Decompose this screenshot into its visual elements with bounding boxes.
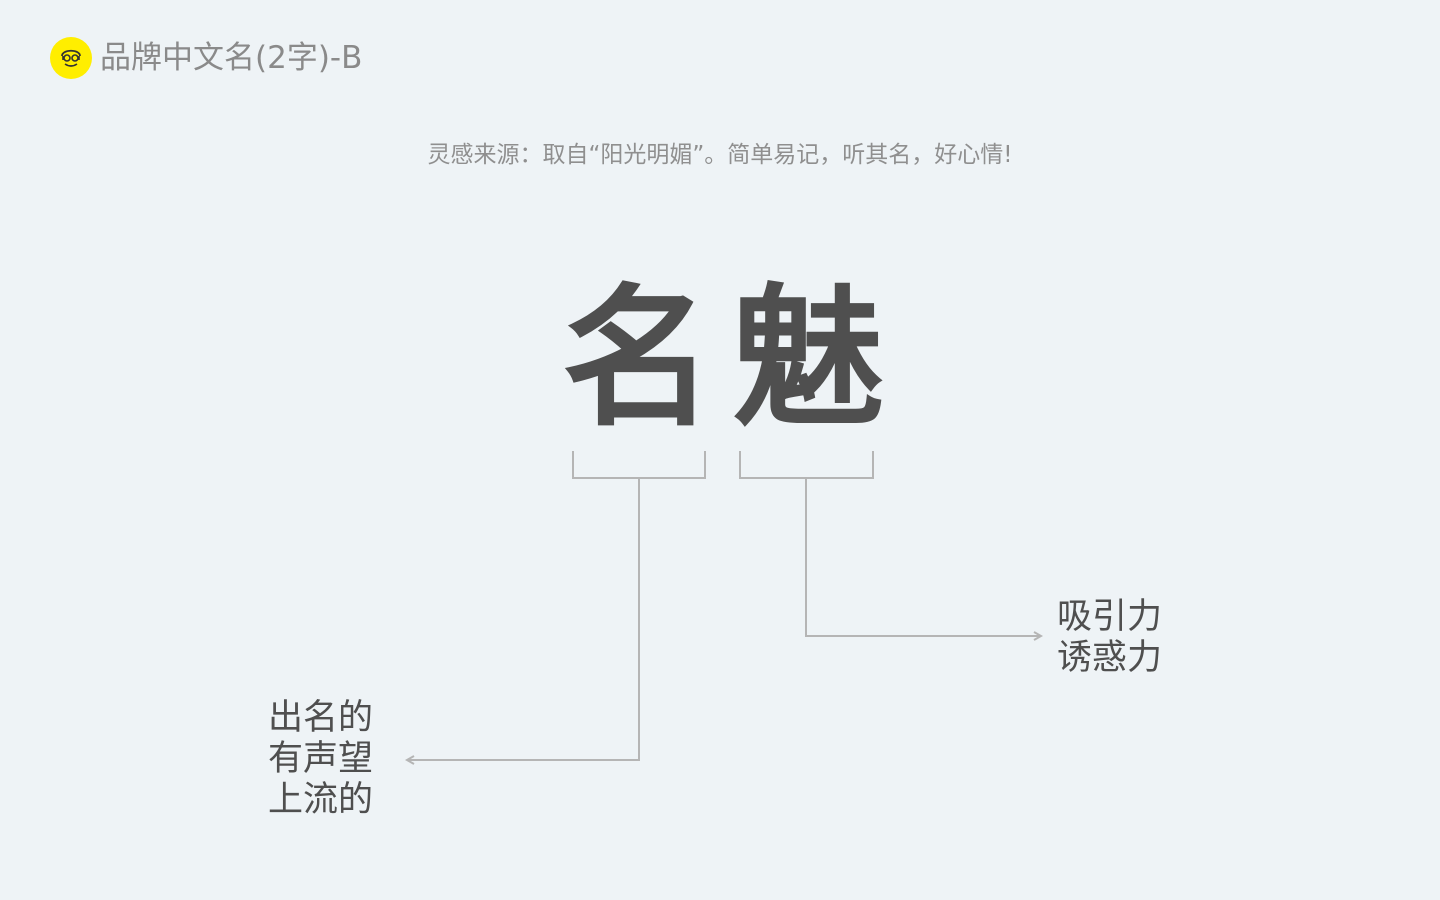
connector-right (805, 478, 1040, 637)
page-title: 品牌中文名(2字)-B (100, 40, 363, 76)
face-icon (50, 37, 92, 79)
meaning-left-line-1: 出名的 (268, 698, 374, 738)
meaning-right-line-1: 吸引力 (1057, 597, 1163, 637)
bracket-left (572, 451, 706, 479)
header: 品牌中文名(2字)-B (50, 36, 362, 80)
bracket-right (739, 451, 874, 479)
meaning-right-line-2: 诱惑力 (1057, 638, 1163, 678)
meaning-left: 出名的 有声望 上流的 (268, 698, 373, 821)
meaning-right: 吸引力 诱惑力 (1057, 597, 1162, 679)
connector-left (408, 478, 640, 761)
brand-name: 名 魅 (540, 268, 900, 448)
arrowhead-left (404, 755, 415, 765)
brand-char-1: 名 (562, 268, 714, 447)
meaning-left-line-2: 有声望 (268, 739, 374, 779)
meaning-left-line-3: 上流的 (268, 780, 374, 820)
inspiration-text: 灵感来源：取自“阳光明媚”。简单易记，听其名，好心情! (427, 142, 1013, 168)
brand-char-2: 魅 (732, 268, 884, 447)
arrowhead-right (1033, 631, 1044, 641)
